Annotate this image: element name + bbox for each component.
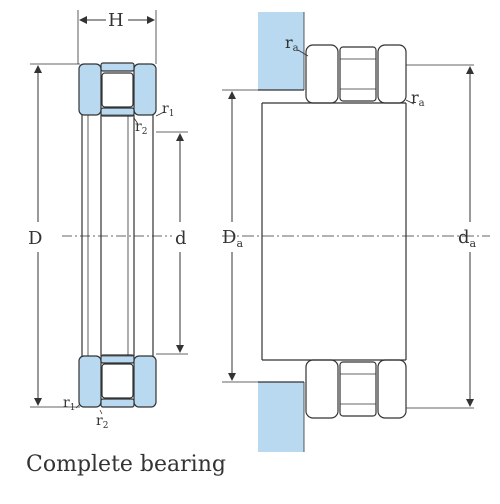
bottom-housing-washer — [305, 359, 339, 419]
housing-shoulder-bottom — [258, 382, 304, 452]
top-shaft-washer — [377, 44, 407, 104]
bottom-roller-right — [339, 361, 377, 417]
shaft-radius-label: ra — [411, 88, 425, 109]
top-roller-right — [339, 46, 377, 102]
top-right-washer-section — [133, 63, 157, 116]
radius-r2-bottom-label: r2 — [96, 413, 108, 431]
top-cage — [100, 62, 135, 72]
bottom-cage-lower — [100, 398, 135, 408]
left-bearing-view — [30, 10, 188, 415]
bottom-roller — [101, 363, 134, 399]
bottom-cage — [100, 354, 135, 364]
shaft-diameter-label-da: da — [458, 227, 477, 250]
bottom-shaft-washer — [377, 359, 407, 419]
bottom-left-washer-section — [78, 355, 102, 408]
bottom-right-washer-section — [133, 355, 157, 408]
right-mounting-view — [222, 12, 490, 452]
bore-diameter-label-d: d — [175, 228, 187, 249]
right-view-labels: ra ra Da da — [222, 33, 477, 250]
radius-r1-bottom-label: r1 — [63, 395, 75, 413]
left-view-labels: H D d r1 r2 r1 r2 — [28, 10, 187, 431]
top-cage-lower — [100, 107, 135, 117]
housing-diameter-label-Da: Da — [222, 227, 243, 250]
radius-r2-top-label: r2 — [135, 119, 147, 137]
top-housing-washer — [305, 44, 339, 104]
top-left-washer-section — [78, 63, 102, 116]
housing-radius-label: ra — [285, 33, 299, 54]
figure-caption: Complete bearing — [26, 452, 226, 477]
outer-diameter-label-D: D — [28, 228, 42, 249]
housing-shoulder-top — [258, 12, 304, 90]
top-roller — [101, 72, 134, 108]
radius-r1-top-label: r1 — [162, 101, 174, 119]
width-label-H: H — [108, 10, 124, 31]
